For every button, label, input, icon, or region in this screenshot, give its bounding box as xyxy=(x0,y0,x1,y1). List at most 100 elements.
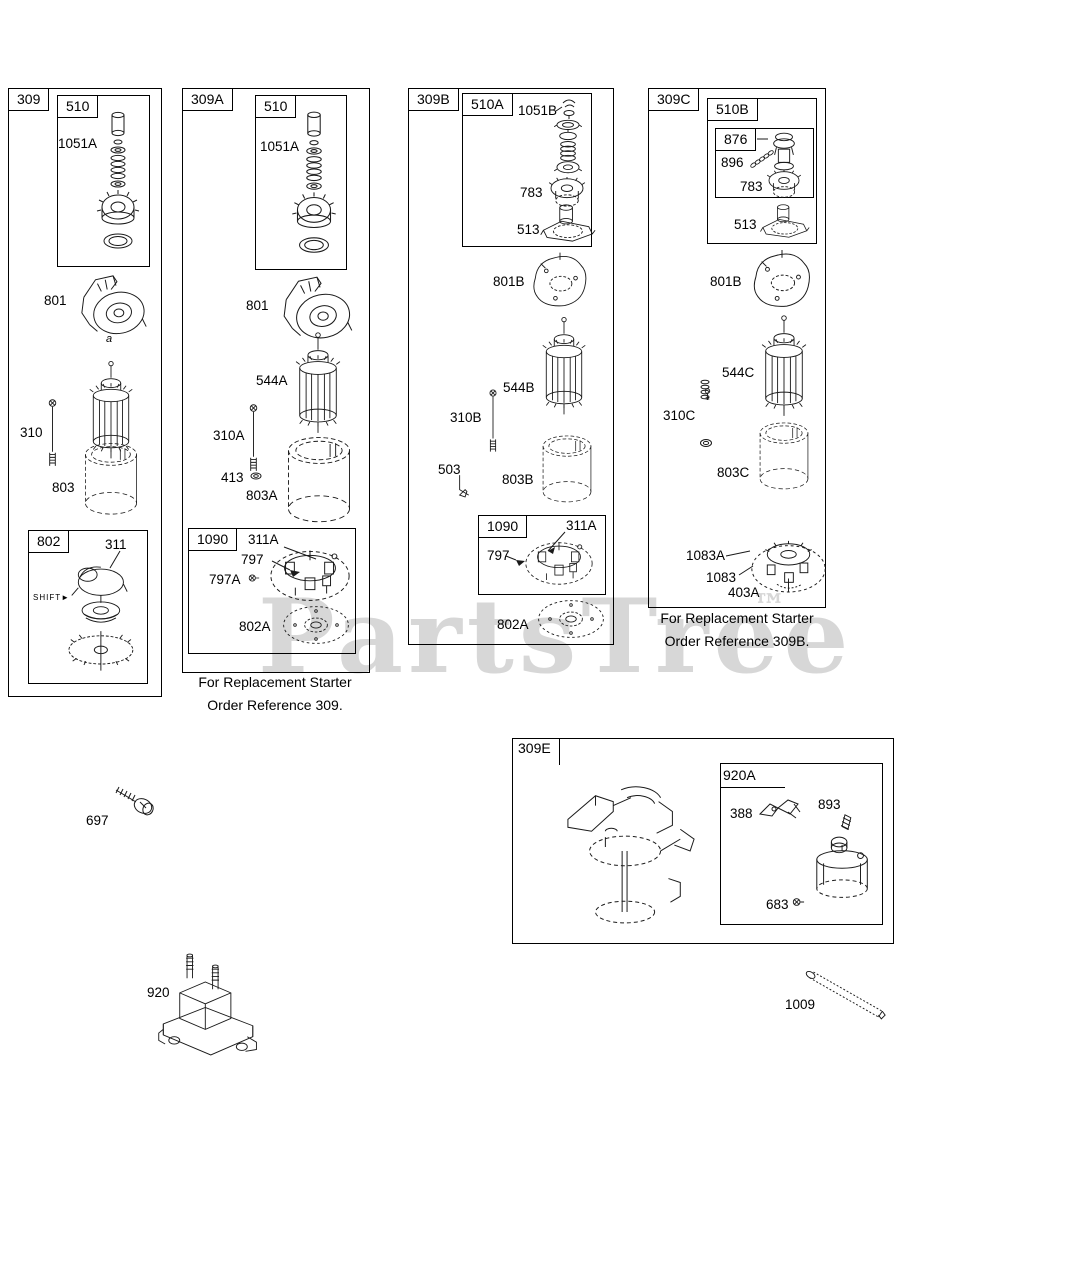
box-1090-309a-tab: 1090 xyxy=(188,528,238,551)
footnote-309c: For Replacement Starter Order Reference … xyxy=(660,610,814,649)
part-label-896: 896 xyxy=(721,155,744,170)
part-label-803a: 803A xyxy=(246,488,278,503)
panel-309a xyxy=(182,88,370,673)
box-876 xyxy=(715,128,814,198)
pinion-gear-assembly-drawing xyxy=(291,111,337,253)
mount-flange-513-drawing xyxy=(760,204,810,238)
part-label-a: a xyxy=(106,333,113,345)
part-label-1051b: 1051B xyxy=(518,103,558,118)
part-label-803b: 803B xyxy=(502,472,534,487)
part-label-413: 413 xyxy=(221,470,244,485)
thru-bolt-310a-drawing xyxy=(249,404,258,472)
box-920a-tab: 920A xyxy=(721,766,785,788)
part-label-801b: 801B xyxy=(493,274,525,289)
nut-413-drawing xyxy=(250,472,262,480)
thru-bolt-310b-drawing xyxy=(489,389,497,453)
part-label-1009: 1009 xyxy=(785,997,816,1012)
box-802-tab: 802 xyxy=(28,530,70,553)
part-label-797: 797 xyxy=(487,548,510,563)
part-label-311a: 311A xyxy=(248,532,279,547)
part-label-797a: 797A xyxy=(209,572,241,587)
part-label-513: 513 xyxy=(734,217,757,232)
thru-bolt-310-drawing xyxy=(48,399,57,467)
end-cap-1090-drawing xyxy=(525,541,593,585)
screw-683-drawing xyxy=(792,898,805,906)
box-510-309-tab: 510 xyxy=(57,95,99,118)
end-plate-801b-drawing xyxy=(753,249,810,307)
panel-309c-tab: 309C xyxy=(648,88,700,111)
mount-flange-513-drawing xyxy=(540,204,596,242)
part-label-403a: 403A xyxy=(728,585,760,600)
part-label-311a: 311A xyxy=(566,518,597,533)
panel-309-tab: 309 xyxy=(8,88,50,111)
part-label-1051a: 1051A xyxy=(260,139,300,154)
part-label-801b: 801B xyxy=(710,274,742,289)
box-510-309a-tab: 510 xyxy=(255,95,297,118)
part-label-1083a: 1083A xyxy=(686,548,726,563)
part-label-544b: 544B xyxy=(503,380,535,395)
end-plate-802a-drawing xyxy=(538,600,604,638)
shift-arrow-icon: ► xyxy=(61,593,71,602)
spring-896-drawing xyxy=(749,149,775,169)
part-label-1051a: 1051A xyxy=(58,136,98,151)
part-label-801: 801 xyxy=(44,293,67,308)
part-label-503: 503 xyxy=(438,462,461,477)
bolt-1009-drawing xyxy=(804,969,886,1020)
part-label-783: 783 xyxy=(740,179,763,194)
bolt-310c-drawing xyxy=(704,388,711,401)
panel-309e-tab: 309E xyxy=(514,739,560,765)
part-label-697: 697 xyxy=(86,813,109,828)
panel-309 xyxy=(8,88,162,697)
part-label-783: 783 xyxy=(520,185,543,200)
part-label-1083: 1083 xyxy=(706,570,737,585)
part-label-544a: 544A xyxy=(256,373,288,388)
box-920a xyxy=(720,763,883,925)
box-876-tab: 876 xyxy=(715,128,757,151)
box-510b xyxy=(707,98,817,244)
box-510a xyxy=(462,93,592,247)
armature-544b-drawing xyxy=(542,316,586,415)
box-510-309a xyxy=(255,95,347,270)
clutch-gear-783-drawing xyxy=(766,169,802,198)
part-label-801: 801 xyxy=(246,298,269,313)
screw-797a-drawing xyxy=(248,574,260,582)
part-label-310c: 310C xyxy=(663,408,696,423)
part-label-797: 797 xyxy=(241,552,264,567)
panel-309b xyxy=(408,88,614,645)
part-label-683: 683 xyxy=(766,897,789,912)
end-plate-801b-drawing xyxy=(533,252,587,307)
part-label-803c: 803C xyxy=(717,465,750,480)
part-label-544c: 544C xyxy=(722,365,755,380)
drive-assembly-1083-drawing xyxy=(751,540,826,593)
part-label-802a: 802A xyxy=(497,617,529,632)
part-label-310b: 310B xyxy=(450,410,482,425)
solenoid-920-drawing xyxy=(158,953,257,1056)
pinion-gear-assembly-drawing xyxy=(96,111,140,249)
armature-544a-drawing xyxy=(295,332,341,434)
starter-housing-803c-drawing xyxy=(759,422,809,490)
footnote-309a: For Replacement Starter Order Reference … xyxy=(198,674,352,713)
box-1090-309b-tab: 1090 xyxy=(478,515,528,538)
mounting-bracket-drawing xyxy=(567,786,695,924)
armature-544c-drawing xyxy=(761,315,807,417)
screw-697-drawing xyxy=(115,786,156,818)
washer-ring-drawing xyxy=(700,439,712,447)
lever-388-drawing xyxy=(759,799,801,819)
part-label-920: 920 xyxy=(147,985,170,1000)
end-plate-802a-drawing xyxy=(283,606,349,644)
panel-309e xyxy=(512,738,894,944)
part-label-513: 513 xyxy=(517,222,540,237)
part-label-310a: 310A xyxy=(213,428,245,443)
box-1090-309b xyxy=(478,515,606,595)
starter-housing-803-drawing xyxy=(85,443,137,515)
watermark-text: PartsTree xyxy=(258,577,854,697)
box-1090-309a xyxy=(188,528,356,654)
solenoid-893-drawing xyxy=(816,814,868,898)
part-label-802a: 802A xyxy=(239,619,271,634)
panel-309c xyxy=(648,88,826,608)
box-510b-tab: 510B xyxy=(707,98,758,121)
pinion-spring-stack-drawing xyxy=(553,119,583,174)
box-802 xyxy=(28,530,148,684)
box-510a-tab: 510A xyxy=(462,93,513,116)
